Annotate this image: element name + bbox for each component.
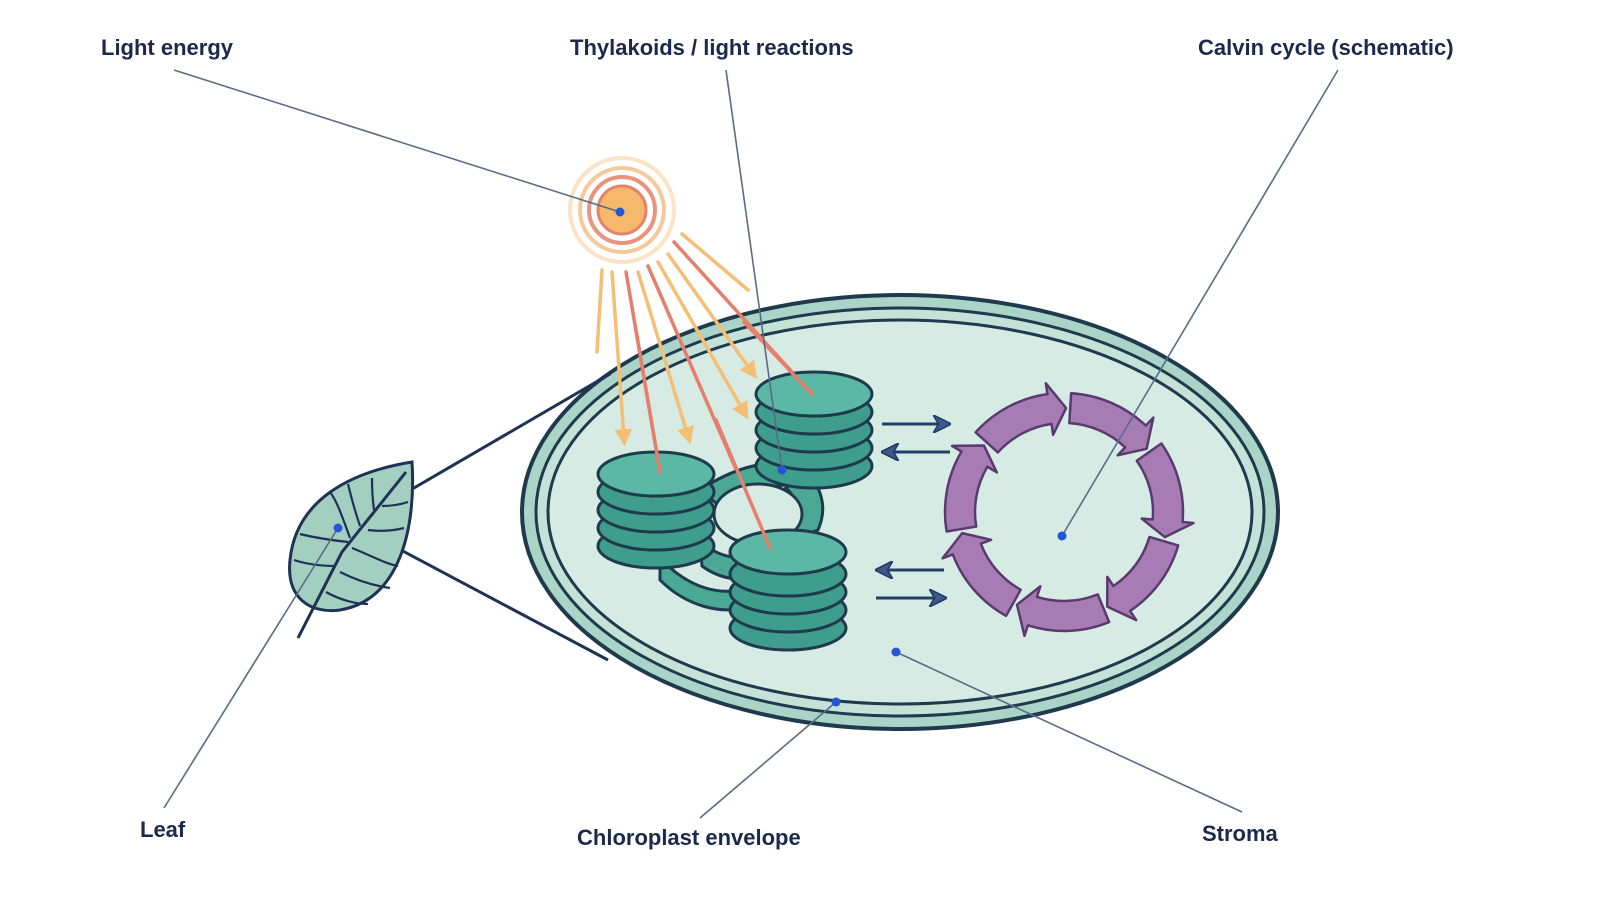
marker-dot-calvin	[1057, 531, 1067, 541]
light-ray	[666, 252, 758, 380]
label-light-energy: Light energy	[101, 35, 234, 60]
leader-line-stroma	[895, 651, 1243, 813]
label-chloroplast-envelope: Chloroplast envelope	[577, 825, 801, 850]
light-ray	[680, 232, 750, 292]
calvin-cycle-icon	[941, 382, 1195, 638]
light-ray	[610, 270, 633, 447]
leader-line-light-energy	[173, 69, 621, 213]
label-calvin-cycle: Calvin cycle (schematic)	[1198, 35, 1454, 60]
calvin-cycle-arrow	[1135, 442, 1195, 539]
label-stroma: Stroma	[1202, 821, 1278, 846]
calvin-cycle-arrow	[1105, 535, 1180, 622]
sun-icon	[568, 156, 676, 264]
label-thylakoids: Thylakoids / light reactions	[570, 35, 854, 60]
leader-line-envelope	[699, 701, 837, 819]
light-rays-front	[634, 320, 814, 550]
marker-dots	[333, 207, 1067, 707]
thylakoid-granum	[728, 528, 848, 652]
thylakoid-granum	[754, 370, 874, 490]
calvin-cycle-arrow	[943, 444, 999, 533]
light-ray	[656, 260, 749, 420]
leader-line-leaf	[163, 527, 339, 809]
marker-dot-thylakoids	[777, 465, 787, 475]
marker-dot-leaf	[333, 523, 343, 533]
leaf-icon	[288, 460, 415, 639]
leader-line-calvin	[1061, 69, 1339, 537]
light-ray	[595, 268, 604, 354]
calvin-cycle-arrow	[1015, 585, 1111, 638]
leader-lines	[163, 69, 1339, 819]
leader-line-thylakoids	[725, 69, 783, 471]
marker-dot-stroma	[891, 647, 901, 657]
exchange-arrows	[876, 424, 950, 598]
marker-dot-light-energy	[615, 207, 625, 217]
calvin-cycle-arrow	[1068, 391, 1155, 457]
thylakoid-granum	[596, 450, 716, 570]
label-leaf: Leaf	[140, 817, 186, 842]
light-ray	[636, 270, 694, 445]
calvin-cycle-arrow	[941, 531, 1022, 618]
thylakoid-stack-icon	[596, 370, 874, 652]
marker-dot-envelope	[831, 697, 841, 707]
calvin-cycle-arrow	[974, 382, 1068, 454]
